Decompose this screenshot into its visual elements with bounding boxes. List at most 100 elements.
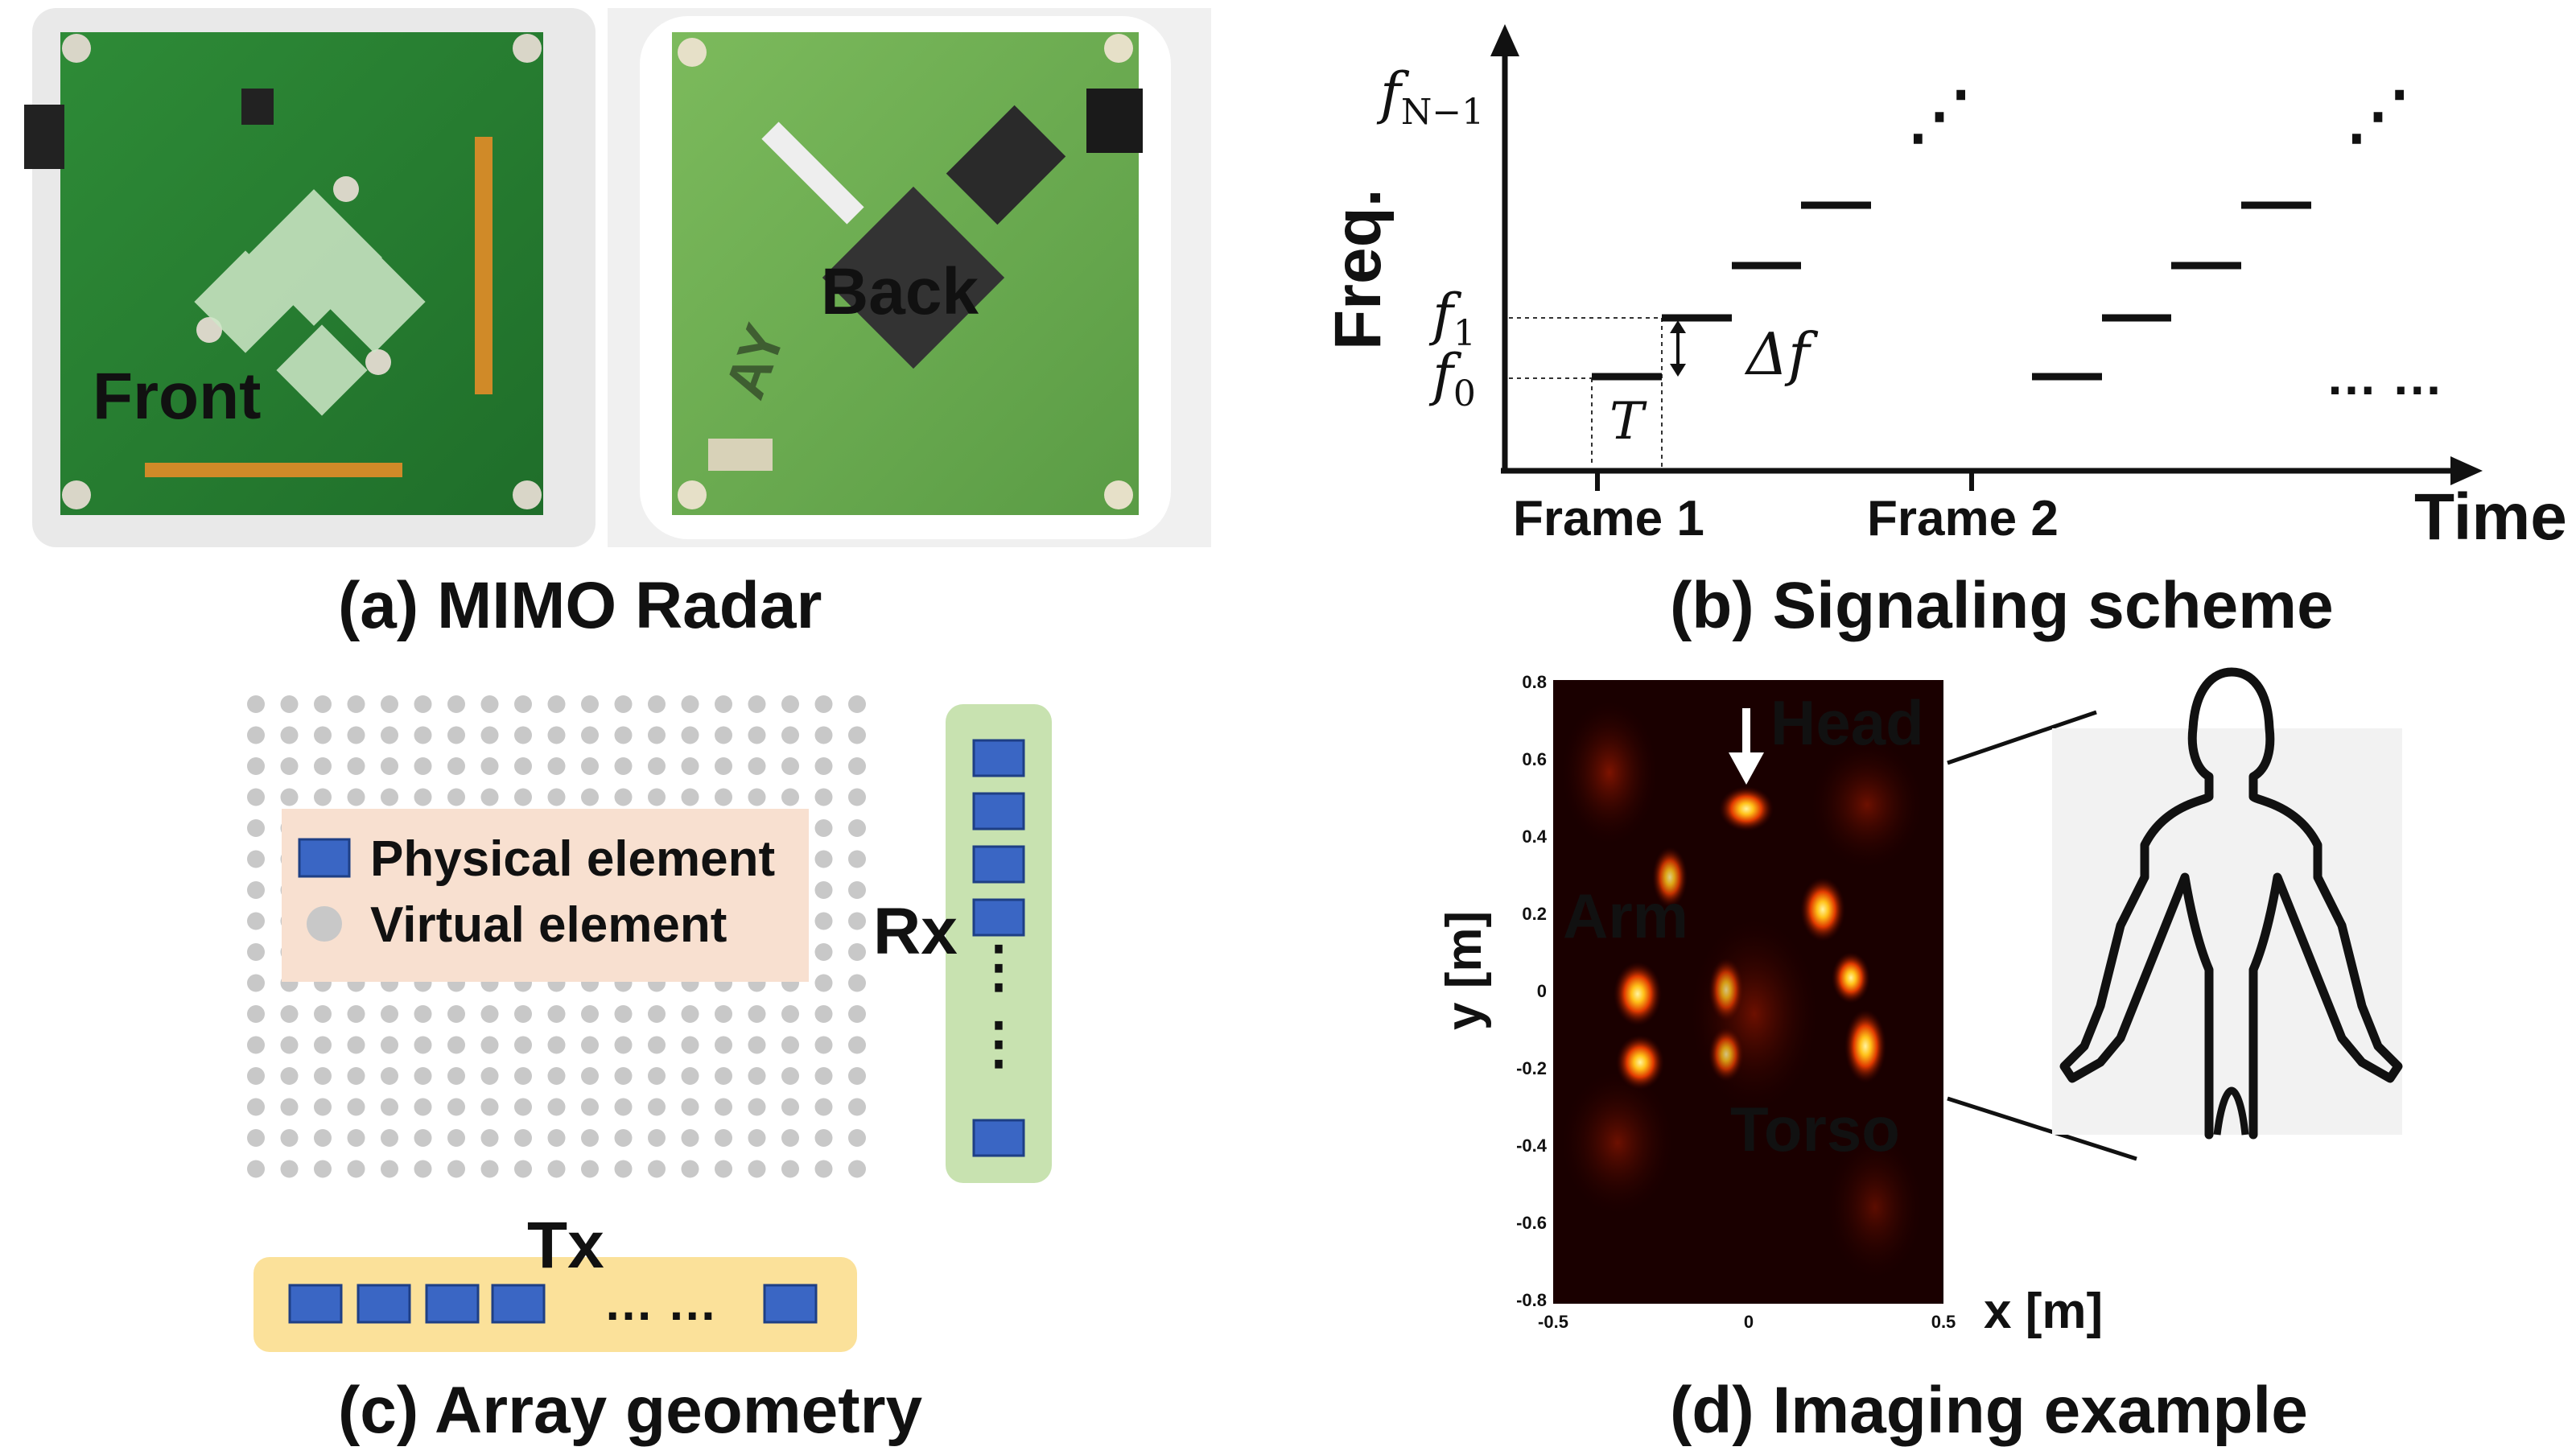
virtual-element [247,1005,265,1023]
virtual-element [814,695,833,713]
head-label: Head [1770,687,1924,758]
virtual-element [247,757,265,775]
virtual-element [781,1160,799,1178]
virtual-element [848,1067,866,1085]
virtual-element [848,1005,866,1023]
virtual-element [614,1129,633,1147]
virtual-element [547,1036,566,1054]
virtual-element [848,1129,866,1147]
ellipsis-vertical-2: ⋰ [2346,79,2410,150]
human-silhouette-icon [2059,667,2403,1140]
virtual-element [848,974,866,992]
delta-f-label: Δf [1744,320,1819,388]
virtual-element [814,881,833,899]
virtual-element [414,1129,432,1147]
virtual-element [814,819,833,837]
virtual-element [514,1098,532,1116]
virtual-element [381,1098,398,1116]
legend-box [282,809,809,982]
y-tick: 0.2 [1522,904,1547,924]
virtual-element [781,757,799,775]
virtual-element [814,1098,833,1116]
x-tick: -0.5 [1538,1312,1568,1332]
rx-dots-2: ⋮ [971,1012,1027,1074]
virtual-element [581,695,599,713]
virtual-element [581,1129,599,1147]
virtual-element [748,695,766,713]
y-tick: -0.4 [1516,1136,1548,1156]
virtual-element [414,1005,432,1023]
hotspot-arm-mid [1614,962,1662,1026]
virtual-element [314,1036,332,1054]
virtual-element [247,1067,265,1085]
virtual-element [447,695,465,713]
virtual-element [648,726,666,744]
tx-label: Tx [527,1209,604,1282]
virtual-element [347,1005,365,1023]
body-silhouette-panel [2052,728,2402,1135]
virtual-element [414,1098,432,1116]
panel-b: Freq. Time Frame 1 Frame 2 fN−1 f1 f0 Δf… [1321,24,2567,642]
tx-element [357,1284,411,1324]
chirp-steps-frame2 [2032,201,2311,381]
virtual-element [347,1098,365,1116]
virtual-element [581,1005,599,1023]
virtual-element [547,1160,566,1178]
virtual-element [614,1098,633,1116]
virtual-element [781,1067,799,1085]
virtual-element [814,1005,833,1023]
chirp-steps-frame1 [1592,201,1871,381]
hotspot-center-lower [1708,1027,1744,1082]
edge-connector-right [475,137,493,394]
panel-d: Head Arm Torso 0.8 0.6 0.4 0.2 0 -0.2 -0… [1436,667,2403,1447]
virtual-element [280,757,299,775]
virtual-element [681,1098,699,1116]
mounting-holes-back [678,34,1133,509]
frame1-label: Frame 1 [1513,491,1704,546]
virtual-element [614,788,633,806]
virtual-element [547,788,566,806]
virtual-element [715,695,732,713]
virtual-element [447,788,465,806]
virtual-element [447,1129,465,1147]
virtual-element [347,1036,365,1054]
virtual-element [581,788,599,806]
virtual-element [547,1098,566,1116]
virtual-element [280,1160,299,1178]
radar-hotspots [1614,786,1886,1090]
virtual-element [781,788,799,806]
virtual-element [347,695,365,713]
hotspot-torso-lower [1844,1009,1886,1083]
virtual-element [814,850,833,868]
virtual-element [681,726,699,744]
tx-dots: … … [604,1276,717,1331]
virtual-element [347,1067,365,1085]
virtual-element [748,1160,766,1178]
virtual-element [814,1160,833,1178]
virtual-element [347,726,365,744]
virtual-element [381,1129,398,1147]
virtual-element [514,1160,532,1178]
virtual-element [381,726,398,744]
virtual-element [614,726,633,744]
virtual-element [314,1098,332,1116]
virtual-element [547,1067,566,1085]
virtual-element [247,1160,265,1178]
virtual-element [715,1067,732,1085]
caption-b: (b) Signaling scheme [1670,569,2334,642]
virtual-element [781,1098,799,1116]
f0-label: f0 [1428,342,1476,414]
virtual-element [247,974,265,992]
virtual-element [614,757,633,775]
y-tick: 0.6 [1522,749,1547,769]
virtual-element [314,695,332,713]
virtual-element [748,788,766,806]
virtual-element [480,1067,499,1085]
virtual-element [648,1098,666,1116]
ellipsis-horizontal: … … [2326,348,2443,406]
virtual-element [614,1036,633,1054]
virtual-element [814,1067,833,1085]
torso-label: Torso [1730,1094,1900,1165]
y-tick: -0.8 [1516,1290,1547,1310]
panel-c: Physical element Virtual element ⋮ ⋮ Rx … [247,695,1052,1447]
